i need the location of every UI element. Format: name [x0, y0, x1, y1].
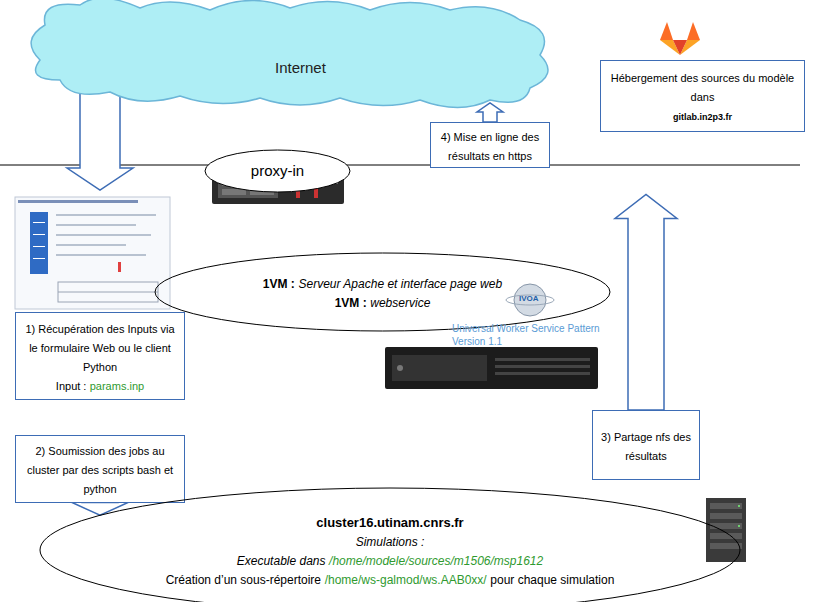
screenshot-sidebar — [30, 212, 48, 274]
uws-logo — [506, 284, 554, 316]
screenshot-mark — [118, 262, 121, 272]
step-box: 3) Partage nfs des résultats — [592, 410, 700, 480]
screenshot-menu — [33, 222, 45, 223]
rack-unit — [710, 503, 742, 509]
node-text: gitlab.in2p3.fr — [673, 112, 732, 122]
block-arrow — [67, 88, 133, 190]
ellipse-shape — [155, 253, 610, 331]
uws-ring — [506, 295, 554, 305]
hosting-box: Hébergement des sources du modèle dans gi… — [600, 60, 805, 132]
server-grill — [495, 365, 590, 368]
text-row: Création d’un sous-répertoire/home/ws-ga… — [166, 569, 615, 588]
text-row: proxy-in — [251, 161, 304, 180]
node-text: params.inp — [90, 380, 144, 392]
step-box: 2) Soumission des jobs au cluster par de… — [15, 435, 185, 503]
node-text: Executable dans — [237, 554, 326, 568]
screenshot-frame — [15, 197, 170, 309]
node-text: /home/modele/sources/m1506/msp1612 — [329, 554, 543, 568]
step-box: 4) Mise en ligne des résultats en https — [430, 122, 550, 168]
gitlab-ear — [687, 22, 700, 40]
screenshot-line — [56, 234, 151, 236]
uws-dome — [514, 284, 546, 316]
block-arrow — [615, 194, 677, 410]
vm-ellipse: 1VM :Serveur Apache et interface page we… — [155, 253, 610, 331]
logo-text: IVOA — [519, 295, 539, 304]
screenshot-table — [58, 282, 158, 302]
text-row: cluster16.utinam.cnrs.fr — [316, 512, 463, 531]
node-text: 1) Récupération des Inputs via le formul… — [25, 323, 174, 373]
screenshot-line — [56, 214, 156, 216]
text-row: Simulations : — [356, 531, 425, 550]
cloud-shape — [31, 0, 548, 108]
text-row: gitlab.in2p3.fr — [609, 105, 796, 124]
server-bay — [392, 355, 487, 381]
logo-text: Version 1.1 — [452, 336, 502, 347]
text-row: Hébergement des sources du modèle dans — [609, 67, 796, 105]
step-box: 1) Récupération des Inputs via le formul… — [15, 312, 185, 400]
rack-light — [738, 525, 740, 527]
text-row: Input :params.inp — [22, 375, 178, 394]
web-form-screenshot — [15, 197, 170, 309]
internet-cloud: Internet — [20, 0, 560, 115]
screenshot-line — [56, 254, 146, 256]
rack-unit — [710, 523, 742, 529]
node-text: Hébergement des sources du modèle dans — [611, 72, 794, 103]
rack-unit — [710, 543, 742, 549]
text-row: 3) Partage nfs des résultats — [599, 426, 693, 464]
node-text: pour chaque simulation — [490, 573, 614, 587]
rack-light — [738, 505, 740, 507]
screenshot-menu — [33, 246, 45, 247]
node-text: Input : — [56, 380, 87, 392]
gitlab-face — [673, 40, 687, 55]
rack-unit — [710, 533, 742, 539]
cloud-outline — [20, 0, 560, 115]
screenshot-line — [56, 224, 136, 226]
node-text: proxy-in — [251, 162, 304, 179]
text-row: 1VM :Serveur Apache et interface page we… — [263, 273, 502, 292]
node-text: Serveur Apache et interface page web — [298, 277, 502, 291]
ellipse-shape — [40, 488, 740, 602]
ellipse-shape — [205, 150, 350, 192]
node-text: Simulations : — [356, 535, 425, 549]
screenshot-title — [18, 200, 138, 203]
cluster-ellipse: cluster16.utinam.cnrs.frSimulations :Exe… — [40, 488, 740, 602]
text-row: 4) Mise en ligne des résultats en https — [436, 126, 544, 164]
node-text: webservice — [370, 296, 430, 310]
rack-unit — [710, 513, 742, 519]
webservice-server-image — [385, 347, 598, 389]
node-text: 3) Partage nfs des résultats — [601, 431, 691, 462]
text-row: 2) Soumission des jobs au cluster par de… — [22, 440, 178, 498]
ellipse-outline — [155, 253, 610, 331]
node-text: 2) Soumission des jobs au cluster par de… — [27, 445, 173, 495]
server-grill — [495, 372, 590, 375]
server-button — [397, 365, 403, 371]
block-arrow — [477, 103, 503, 122]
node-text: 1VM : — [335, 296, 367, 310]
screenshot-menu — [33, 258, 45, 259]
node-text: 4) Mise en ligne des résultats en https — [441, 131, 539, 162]
server-body — [385, 347, 598, 389]
gitlab-ear — [660, 22, 673, 40]
logo-text: Universal Worker Service Pattern — [452, 323, 600, 334]
screenshot-menu — [33, 234, 45, 235]
proxy-ellipse: proxy-in — [205, 150, 350, 192]
text-row: Internet — [275, 58, 326, 77]
gitlab-logo — [660, 22, 700, 55]
text-row: 1) Récupération des Inputs via le formul… — [22, 318, 178, 376]
screenshot-line — [56, 244, 126, 246]
text-row: 1VM :webservice — [335, 292, 431, 311]
screenshot-table — [58, 292, 158, 293]
node-text: Création d’un sous-répertoire — [166, 573, 321, 587]
node-text: 1VM : — [263, 277, 295, 291]
node-text: Internet — [275, 59, 326, 76]
text-row: Executable dans/home/modele/sources/m150… — [237, 550, 543, 569]
node-text: cluster16.utinam.cnrs.fr — [316, 515, 463, 530]
server-grill — [495, 358, 590, 361]
node-text: /home/ws-galmod/ws.AAB0xx/ — [325, 573, 487, 587]
